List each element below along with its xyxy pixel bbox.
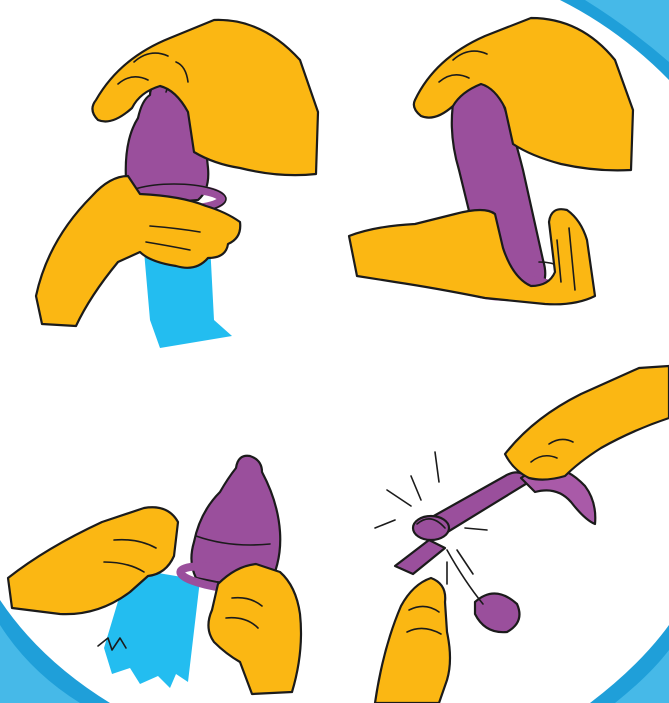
step-1-panel: [0, 0, 334, 350]
knot-icon: [413, 516, 449, 540]
step-2-panel: [335, 0, 669, 350]
hand-icon: [208, 564, 301, 694]
hand-icon: [375, 578, 450, 703]
step-4-panel: [335, 352, 669, 703]
hand-icon: [349, 209, 595, 304]
hand-icon: [505, 366, 669, 480]
hand-icon: [414, 18, 633, 170]
step-3-panel: [0, 352, 334, 703]
